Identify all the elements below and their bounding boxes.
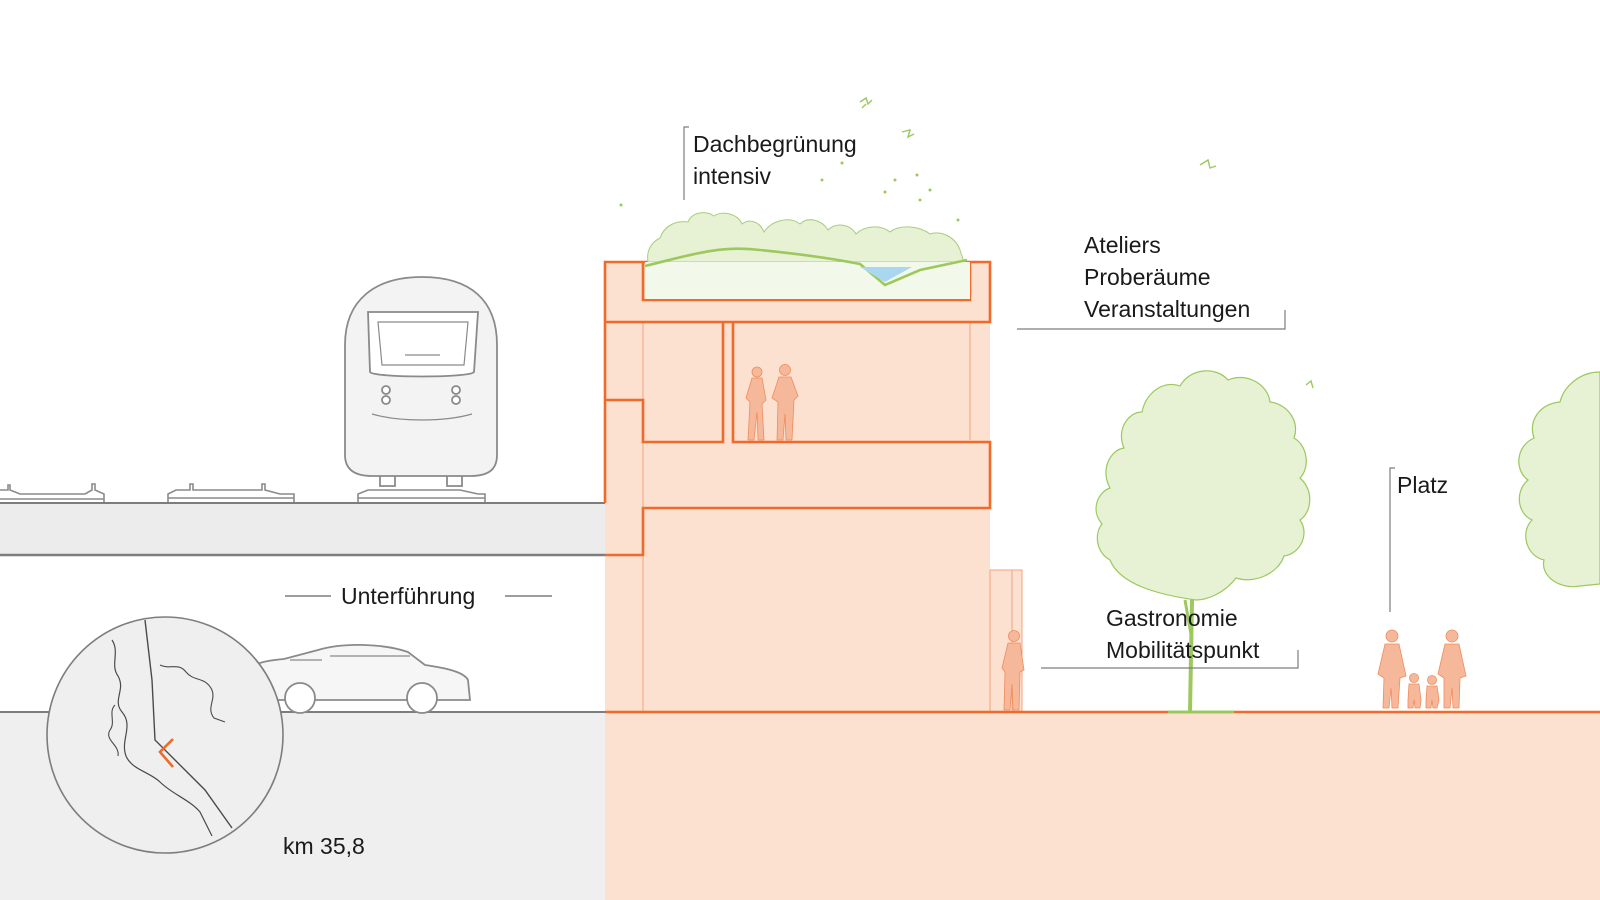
tree-icon — [1518, 371, 1600, 588]
underpass-label: Unterführung — [341, 583, 476, 609]
person-icon — [1001, 630, 1025, 711]
roof-green-line-1: Dachbegrünung — [693, 131, 857, 157]
car-icon — [249, 644, 471, 714]
person-icon — [1377, 629, 1467, 709]
person-icon — [745, 364, 799, 441]
upper-uses-leader — [1017, 310, 1286, 330]
roof-green-label: Dachbegrünung intensiv — [693, 128, 857, 192]
train-icon — [344, 276, 498, 487]
direction-arrow-icon — [158, 738, 174, 768]
track — [0, 483, 486, 502]
upper-uses-line-2: Proberäume — [1084, 264, 1211, 290]
ground-uses-line-1: Gastronomie — [1106, 605, 1238, 631]
rail-embankment — [0, 503, 605, 555]
ground-uses-leader — [1041, 650, 1299, 669]
km-marker-label: km 35,8 — [283, 833, 365, 859]
roof-leader — [683, 126, 689, 200]
upper-uses-line-1: Ateliers — [1084, 232, 1161, 258]
tree-icon — [1095, 370, 1311, 713]
locator-map-icon — [46, 616, 284, 854]
roof-green-line-2: intensiv — [693, 163, 771, 189]
ground-right — [605, 712, 1600, 900]
building-section — [603, 260, 1023, 713]
upper-uses-line-3: Veranstaltungen — [1084, 296, 1251, 322]
ground-uses-line-2: Mobilitätspunkt — [1106, 637, 1260, 663]
upper-uses-label: Ateliers Proberäume Veranstaltungen — [1084, 229, 1250, 325]
square-leader — [1389, 467, 1395, 612]
square-label: Platz — [1397, 472, 1449, 498]
bird-icon — [859, 96, 1314, 389]
ground-uses-label: Gastronomie Mobilitätspunkt — [1106, 602, 1259, 666]
green-dots — [619, 161, 960, 222]
roof-greenery — [644, 212, 970, 299]
